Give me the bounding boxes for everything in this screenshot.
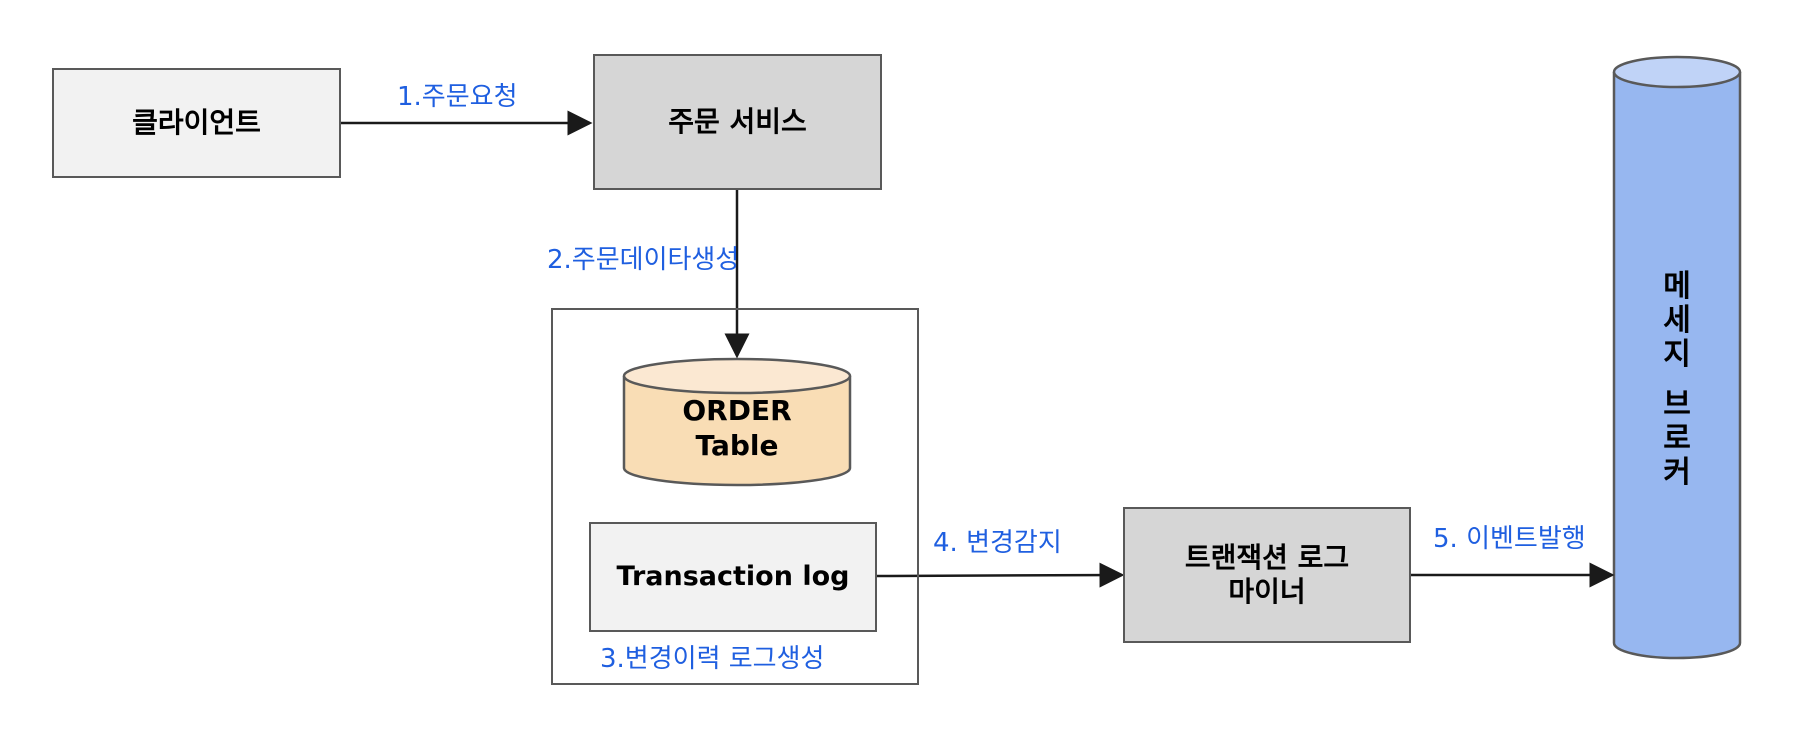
- broker-char: 커: [1663, 455, 1691, 490]
- step5-label: 5. 이벤트발행: [1433, 524, 1586, 554]
- broker-char: 세: [1663, 303, 1691, 338]
- step2-label: 2.주문데이타생성: [547, 245, 740, 275]
- order-service-box: 주문 서비스: [593, 54, 882, 190]
- message-broker-label: 메 세 지 브 로 커: [1652, 270, 1702, 490]
- client-label: 클라이언트: [132, 106, 261, 140]
- database-boundary: [551, 308, 919, 685]
- step4-label: 4. 변경감지: [933, 528, 1062, 558]
- log-miner-box: 트랜잭션 로그 마이너: [1123, 507, 1411, 643]
- broker-char: 메: [1663, 269, 1691, 304]
- step1-label: 1.주문요청: [397, 82, 518, 112]
- order-table-db: [622, 357, 852, 487]
- order-table-label: ORDER Table: [622, 393, 852, 463]
- order-table-label-line1: ORDER: [682, 394, 792, 427]
- order-service-label: 주문 서비스: [668, 105, 807, 139]
- message-broker-cylinder: [1612, 55, 1742, 660]
- step3-label: 3.변경이력 로그생성: [600, 644, 825, 674]
- transaction-log-label: Transaction log: [616, 560, 850, 592]
- broker-char: 로: [1663, 421, 1691, 456]
- client-box: 클라이언트: [52, 68, 341, 178]
- log-miner-label-line1: 트랜잭션 로그: [1184, 541, 1350, 575]
- broker-spacer: [1652, 372, 1702, 388]
- log-miner-label-line2: 마이너: [1228, 575, 1306, 608]
- broker-char: 지: [1663, 337, 1691, 372]
- transaction-log-box: Transaction log: [589, 522, 877, 632]
- broker-char: 브: [1663, 387, 1691, 422]
- order-table-label-line2: Table: [695, 429, 779, 462]
